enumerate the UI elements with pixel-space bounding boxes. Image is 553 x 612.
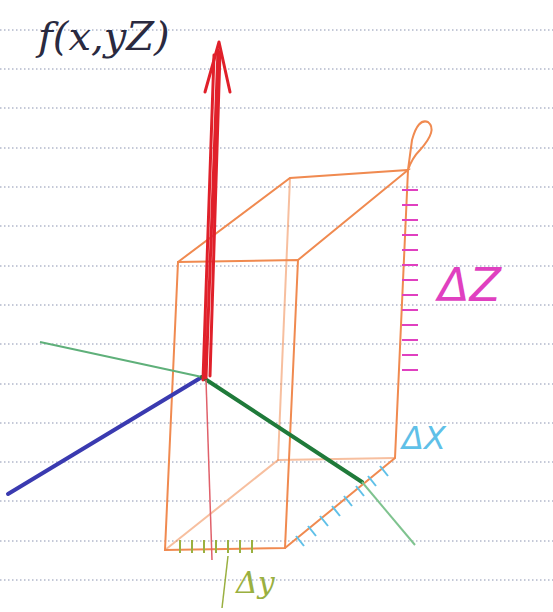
f-axis-lower (206, 380, 212, 560)
f-arrowhead (205, 42, 230, 92)
ruled-lines (0, 30, 553, 580)
y-axis-back (40, 342, 202, 377)
dy-ticks (180, 540, 252, 553)
dy-leader (222, 556, 228, 608)
function-label: f(x,yZ) (38, 16, 170, 56)
x-axis (8, 377, 202, 494)
y-axis-end (362, 482, 415, 545)
dz-ticks (402, 190, 418, 370)
dy-label: Δy (236, 568, 275, 598)
dz-label: ΔZ (438, 262, 501, 308)
y-axis (202, 377, 362, 482)
dx-label: ΔX (402, 422, 446, 454)
dx-ticks (296, 466, 388, 546)
f-arrow (203, 50, 220, 380)
